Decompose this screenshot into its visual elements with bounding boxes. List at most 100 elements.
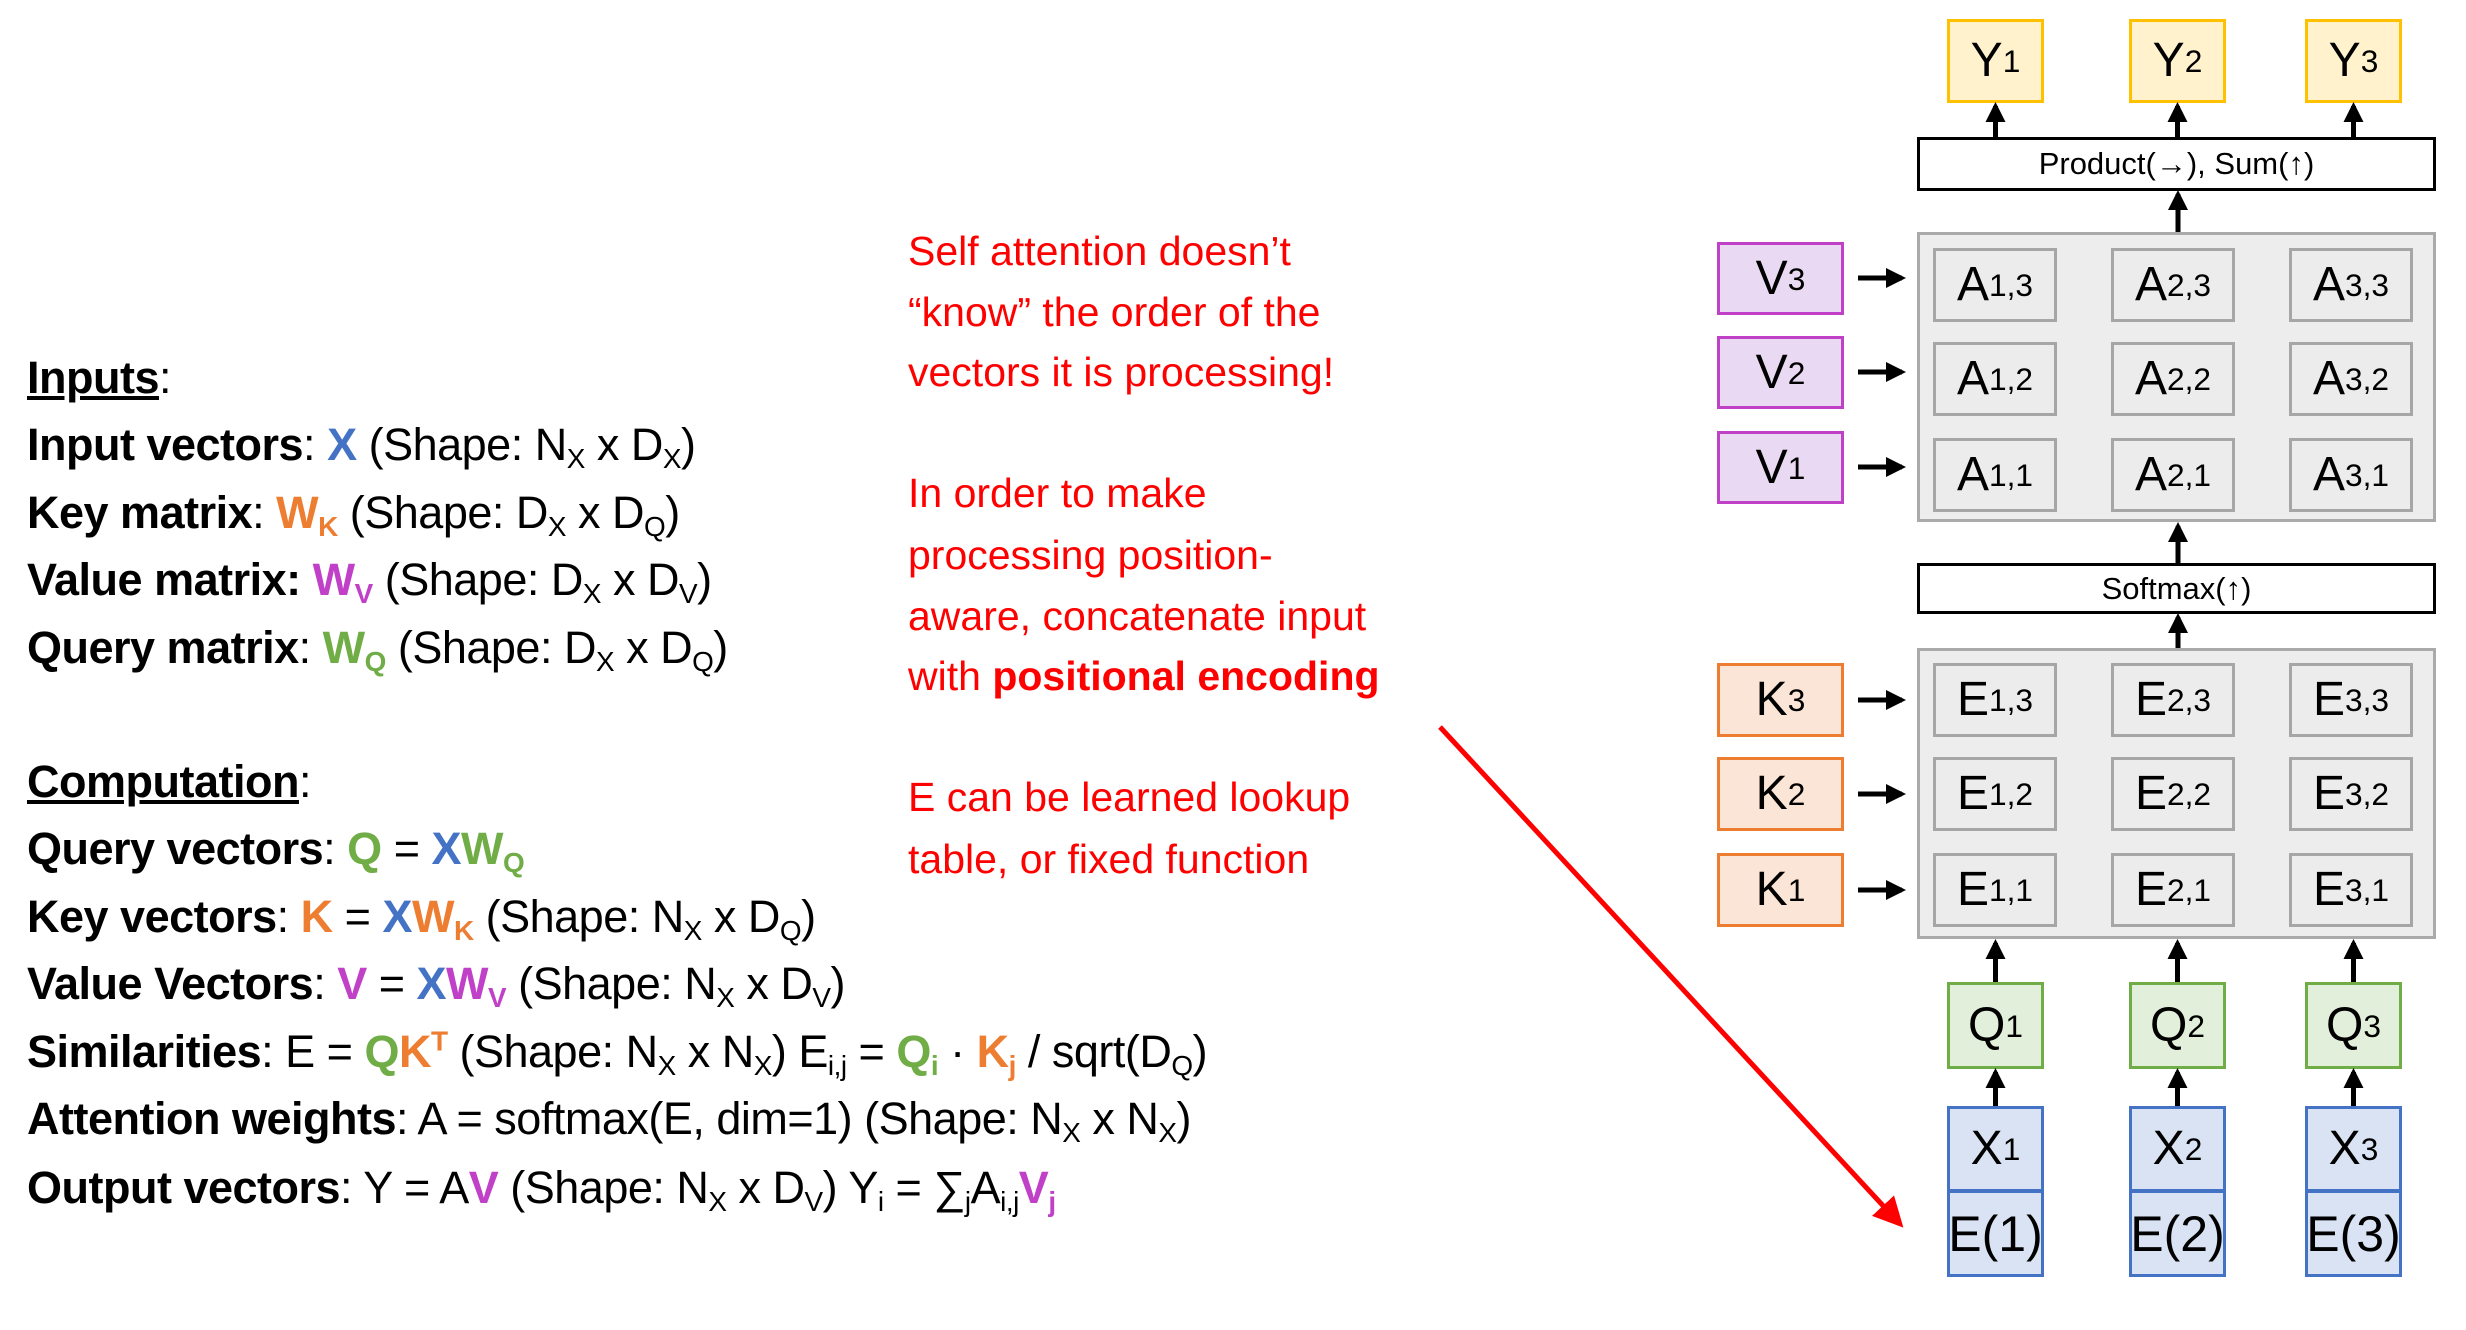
subscript: X (1158, 1116, 1177, 1148)
subscript: Q (1171, 1049, 1193, 1081)
box-label: E (2134, 673, 2167, 726)
subscript: i (877, 1185, 884, 1217)
box-label: Y (2152, 34, 2185, 87)
text-segment: x D (734, 958, 813, 1009)
subscript: X (1062, 1116, 1081, 1148)
text-segment: Value Vectors (27, 958, 314, 1009)
subscript: i,j (1000, 1185, 1019, 1217)
text-line: table, or fixed function (908, 839, 1309, 880)
subscript: V (812, 981, 831, 1013)
text-segment: = (332, 891, 383, 942)
box-label: E (2312, 673, 2345, 726)
text-segment (301, 554, 313, 605)
text-segment: ) (801, 891, 816, 942)
text-segment: X (327, 419, 357, 470)
text-segment: : E = (261, 1026, 365, 1077)
text-segment: table, or fixed function (908, 836, 1310, 882)
subscript: Q (644, 510, 666, 542)
text-segment: W (322, 622, 365, 673)
text-line: Key matrix: WK (Shape: DX x DQ) (27, 487, 680, 540)
text-segment: X (416, 958, 447, 1009)
text-segment: = (846, 1026, 897, 1077)
text-line: Query matrix: WQ (Shape: DX x DQ) (27, 622, 728, 675)
box-label: X (1970, 1122, 2003, 1175)
text-line: Self attention doesn’t (908, 231, 1291, 272)
text-segment: X (431, 823, 461, 874)
text-segment: E can be learned lookup (908, 774, 1351, 820)
subscript: j (1048, 1185, 1056, 1217)
text-line: Query vectors: Q = XWQ (27, 823, 525, 876)
text-segment: : (158, 352, 172, 403)
text-segment: · (938, 1026, 977, 1077)
box-label: K (1755, 863, 1788, 916)
superscript: T (430, 1025, 448, 1057)
text-segment: Key vectors (27, 891, 277, 942)
box-label: A (2312, 352, 2345, 405)
text-line: “know” the order of the (908, 292, 1320, 333)
text-line: E can be learned lookup (908, 777, 1350, 818)
text-line: Input vectors: X (Shape: NX x DX) (27, 419, 696, 472)
text-segment: Q (896, 1026, 931, 1077)
box-label: A (2134, 258, 2167, 311)
text-segment: A (970, 1162, 1001, 1213)
text-segment: : (252, 487, 277, 538)
subscript: V (354, 577, 374, 609)
subscript: Q (502, 846, 525, 878)
box-label: E (1956, 863, 1989, 916)
text-segment: Q (364, 1026, 399, 1077)
text-segment: V (1018, 1162, 1049, 1213)
positional-encoding-box-3: E(3) (2305, 1190, 2402, 1277)
text-segment: : (313, 958, 338, 1009)
text-line: Inputs: (27, 352, 172, 403)
text-segment: x D (600, 554, 680, 605)
text-segment: Similarities (27, 1026, 262, 1077)
text-segment: = ∑ (883, 1162, 966, 1213)
text-segment: x N (675, 1026, 755, 1077)
box-label: V (1755, 345, 1788, 399)
text-segment: Output vectors (27, 1162, 341, 1213)
text-segment: W (411, 891, 454, 942)
text-segment: (Shape: D (337, 487, 549, 538)
subscript: X (716, 981, 735, 1013)
text-segment: “know” the order of the (908, 289, 1321, 335)
text-line: Value Vectors: V = XWV (Shape: NX x DV) (27, 958, 845, 1011)
text-segment: (Shape: N (356, 419, 568, 470)
text-segment: ) Y (822, 1162, 879, 1213)
text-segment: Attention weights (27, 1093, 396, 1144)
text-segment: vectors it is processing! (908, 349, 1335, 395)
box-label: K (1755, 767, 1788, 820)
text-line: processing position- (908, 535, 1273, 576)
subscript: X (657, 1049, 677, 1081)
subscript: X (547, 510, 567, 542)
subscript: Q (364, 645, 387, 677)
text-segment: x N (1080, 1093, 1159, 1144)
subscript: X (708, 1185, 727, 1217)
text-segment: Self attention doesn’t (908, 228, 1291, 274)
text-segment: = (381, 823, 432, 874)
text-line: vectors it is processing! (908, 352, 1334, 393)
subscript: i (930, 1049, 939, 1081)
box-label: E (2312, 863, 2345, 916)
positional-encoding-box-2: E(2) (2129, 1190, 2226, 1277)
text-segment: = (366, 958, 417, 1009)
text-segment: In order to make (908, 470, 1207, 516)
text-segment: Input vectors (27, 419, 304, 470)
box-label: Q (1968, 998, 2006, 1052)
text-segment: ) (1176, 1093, 1192, 1144)
